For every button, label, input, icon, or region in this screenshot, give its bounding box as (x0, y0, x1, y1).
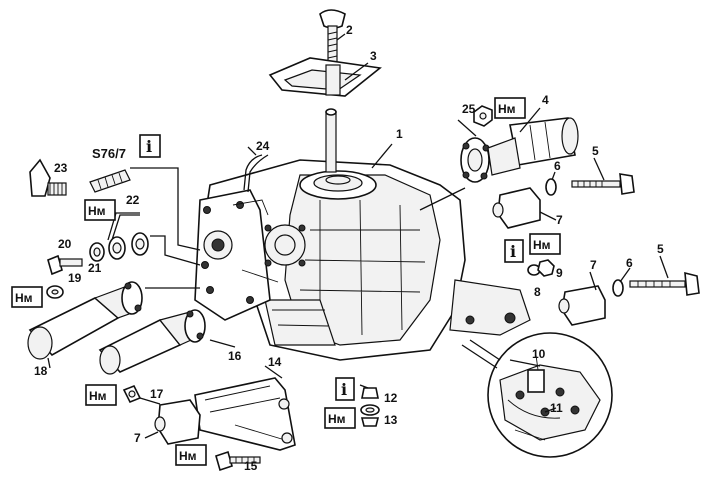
callout-10: 10 (532, 347, 546, 361)
detail-view-circle (461, 332, 613, 458)
washer-6-lower (612, 279, 624, 297)
torque-box-bolt-17: Нм (85, 384, 117, 406)
callout-3: 3 (370, 49, 377, 63)
ring-21 (89, 232, 149, 262)
callout-7-lower: 7 (134, 431, 141, 445)
mount-7-lower (154, 399, 201, 445)
breather-22 (107, 212, 140, 241)
svg-text:Нм: Нм (89, 389, 107, 403)
nut-25 (473, 105, 493, 127)
sensor-s76-7 (89, 169, 131, 193)
callout-17: 17 (150, 387, 164, 401)
info-box-sensor: i (139, 134, 161, 158)
bracket-14 (194, 377, 296, 451)
callout-23: 23 (54, 161, 68, 175)
svg-text:Нм: Нм (179, 449, 197, 463)
hose-24 (243, 154, 269, 193)
mount-7-right (558, 285, 606, 326)
front-propshaft-18 (27, 281, 143, 360)
torque-box-sensor: Нм (84, 199, 116, 221)
torque-box-mount-right: Нм (529, 233, 561, 255)
bolt-5-upper (571, 173, 635, 195)
callout-24: 24 (256, 139, 270, 153)
svg-text:Нм: Нм (15, 291, 33, 305)
svg-text:Нм: Нм (498, 102, 516, 116)
svg-text:Нм: Нм (533, 238, 551, 252)
torque-box-rear-nut: Нм (494, 97, 526, 119)
callout-13: 13 (384, 413, 398, 427)
torque-box-drain: Нм (324, 407, 356, 429)
callout-8: 8 (534, 285, 541, 299)
callout-22: 22 (126, 193, 140, 207)
callout-6-upper: 6 (554, 159, 561, 173)
callout-14: 14 (268, 355, 282, 369)
torque-box-front-left: Нм (11, 286, 43, 308)
callout-5-lower: 5 (657, 242, 664, 256)
callout-5-upper: 5 (592, 144, 599, 158)
sensor-23 (29, 158, 67, 197)
callout-20: 20 (58, 237, 72, 251)
callout-11: 11 (550, 401, 563, 415)
callout-12: 12 (384, 391, 398, 405)
sensor-label: S76/7 (92, 146, 126, 161)
info-box-drain: i (335, 377, 355, 401)
nut-washer-8-9 (527, 259, 555, 277)
callout-4: 4 (542, 93, 549, 107)
svg-text:i: i (146, 137, 152, 156)
callouts: 1 2 3 4 5 5 6 6 7 7 7 8 9 10 11 12 13 14… (34, 23, 664, 473)
svg-text:i: i (510, 242, 516, 261)
callout-1: 1 (396, 127, 403, 141)
callout-16: 16 (228, 349, 242, 363)
svg-text:Нм: Нм (328, 412, 346, 426)
shift-shaft (325, 108, 337, 173)
callout-18: 18 (34, 364, 48, 378)
callout-7-upper: 7 (556, 213, 563, 227)
washer-6-upper (545, 178, 557, 196)
info-box-mount: i (504, 239, 524, 263)
callout-6-lower: 6 (626, 256, 633, 270)
callout-19: 19 (68, 271, 82, 285)
svg-text:Нм: Нм (88, 204, 106, 218)
bolt-15 (215, 450, 261, 472)
callout-25: 25 (462, 102, 476, 116)
callout-2: 2 (346, 23, 353, 37)
info-boxes: i i i (139, 134, 524, 401)
callout-7-right: 7 (590, 258, 597, 272)
callout-9: 9 (556, 266, 563, 280)
drain-plug-12-13 (360, 387, 380, 427)
shift-boot-plate (268, 57, 382, 97)
bolt-17 (122, 384, 142, 404)
mount-7-upper (492, 187, 541, 229)
svg-text:i: i (341, 380, 347, 399)
bolt-20 (47, 254, 83, 276)
washer-19 (46, 285, 64, 299)
torque-boxes: Нм Нм Нм Нм Нм Нм Нм (11, 97, 561, 466)
torque-box-bolt-15: Нм (175, 444, 207, 466)
callout-21: 21 (88, 261, 102, 275)
rear-propshaft (460, 117, 579, 183)
front-propshaft-16 (98, 309, 206, 375)
leader-lines (47, 33, 669, 439)
front-cover (194, 189, 306, 321)
shift-lever (319, 9, 346, 67)
callout-15: 15 (244, 459, 258, 473)
bolt-5-lower (629, 271, 700, 296)
